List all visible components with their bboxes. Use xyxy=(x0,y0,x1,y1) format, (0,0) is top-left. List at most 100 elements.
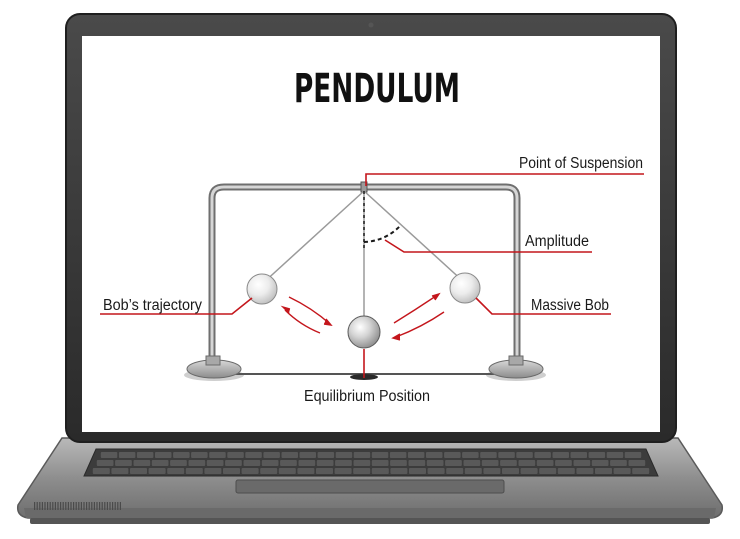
speaker-slot xyxy=(80,502,82,510)
keyboard-key xyxy=(92,468,110,474)
keyboard-key xyxy=(243,460,261,466)
keyboard-key xyxy=(130,468,147,474)
speaker-slot xyxy=(39,502,41,510)
keyboard-keys xyxy=(92,452,650,474)
speaker-slot xyxy=(109,502,111,510)
speaker-slot xyxy=(106,502,108,510)
speaker-slot xyxy=(57,502,59,510)
keyboard-key xyxy=(483,468,501,474)
keyboard-key xyxy=(261,460,279,466)
keyboard-key xyxy=(297,468,315,474)
keyboard-key xyxy=(335,452,353,458)
bob-right-position-icon xyxy=(449,272,481,304)
keyboard-key xyxy=(481,460,499,466)
keyboard-key xyxy=(316,460,334,466)
keyboard-key xyxy=(444,452,461,458)
page-title: PENDULUM xyxy=(294,66,460,112)
keyboard-key xyxy=(628,460,646,466)
keyboard-key xyxy=(298,460,316,466)
keyboard-key xyxy=(185,468,203,474)
speaker-slot xyxy=(44,502,46,510)
keyboard-key xyxy=(445,460,462,466)
keyboard-key xyxy=(390,468,408,474)
keyboard-key xyxy=(632,468,650,474)
keyboard-key xyxy=(155,452,172,458)
keyboard-key xyxy=(371,452,389,458)
keyboard-key xyxy=(316,468,333,474)
keyboard-key xyxy=(223,468,240,474)
keyboard-key xyxy=(371,468,389,474)
keyboard-key xyxy=(557,468,575,474)
keyboard-key xyxy=(241,468,259,474)
keyboard-key xyxy=(573,460,591,466)
keyboard-key xyxy=(133,460,151,466)
speaker-slot xyxy=(86,502,88,510)
trajectory-arrows xyxy=(280,292,445,341)
keyboard-key xyxy=(353,460,371,466)
keyboard-key xyxy=(500,460,517,466)
keyboard-key xyxy=(96,460,114,466)
keyboard-key xyxy=(591,460,609,466)
bob-equilibrium-icon xyxy=(347,315,381,349)
label-point-of-suspension: Point of Suspension xyxy=(519,155,643,172)
speaker-slot xyxy=(73,502,75,510)
keyboard-key xyxy=(498,452,515,458)
speaker-slot xyxy=(96,502,98,510)
keyboard-key xyxy=(610,460,627,466)
keyboard-key xyxy=(576,468,594,474)
speaker-slot xyxy=(114,502,116,510)
speaker-grille xyxy=(34,502,121,510)
keyboard-key xyxy=(595,468,612,474)
bob-left-position-icon xyxy=(246,273,278,305)
speaker-slot xyxy=(83,502,85,510)
keyboard-key xyxy=(299,452,316,458)
speaker-slot xyxy=(54,502,56,510)
keyboard-key xyxy=(188,460,206,466)
keyboard-key xyxy=(206,460,224,466)
label-bobs-trajectory: Bob’s trajectory xyxy=(103,297,202,314)
keyboard-key xyxy=(225,460,242,466)
speaker-slot xyxy=(88,502,90,510)
keyboard-key xyxy=(464,468,482,474)
amplitude-arc xyxy=(363,225,401,243)
keyboard-key xyxy=(170,460,187,466)
keyboard-key xyxy=(389,452,407,458)
keyboard-key xyxy=(570,452,587,458)
keyboard-key xyxy=(191,452,208,458)
keyboard-key xyxy=(100,452,118,458)
keyboard-key xyxy=(371,460,389,466)
keyboard-key xyxy=(245,452,262,458)
keyboard-key xyxy=(204,468,222,474)
laptop-screen xyxy=(82,36,660,432)
keyboard-key xyxy=(281,452,298,458)
pendulum-stand xyxy=(184,181,546,381)
keyboard-key xyxy=(263,452,280,458)
speaker-slot xyxy=(67,502,69,510)
speaker-slot xyxy=(52,502,54,510)
keyboard-key xyxy=(111,468,129,474)
speaker-slot xyxy=(93,502,95,510)
keyboard-key xyxy=(353,468,371,474)
label-massive-bob: Massive Bob xyxy=(531,297,609,314)
keyboard-key xyxy=(118,452,136,458)
speaker-slot xyxy=(117,502,119,510)
callout-lines xyxy=(100,173,644,378)
keyboard-key xyxy=(426,460,444,466)
keyboard-key xyxy=(534,452,551,458)
speaker-slot xyxy=(75,502,77,510)
speaker-slot xyxy=(104,502,106,510)
keyboard-key xyxy=(136,452,154,458)
speaker-slot xyxy=(65,502,67,510)
keyboard-key xyxy=(613,468,631,474)
keyboard-key xyxy=(390,460,407,466)
keyboard-key xyxy=(317,452,335,458)
speaker-slot xyxy=(47,502,49,510)
speaker-slot xyxy=(62,502,64,510)
trackpad xyxy=(235,479,505,494)
speaker-slot xyxy=(70,502,72,510)
keyboard-key xyxy=(280,460,297,466)
speaker-slot xyxy=(60,502,62,510)
keyboard-key xyxy=(518,460,536,466)
keyboard-key xyxy=(335,460,352,466)
